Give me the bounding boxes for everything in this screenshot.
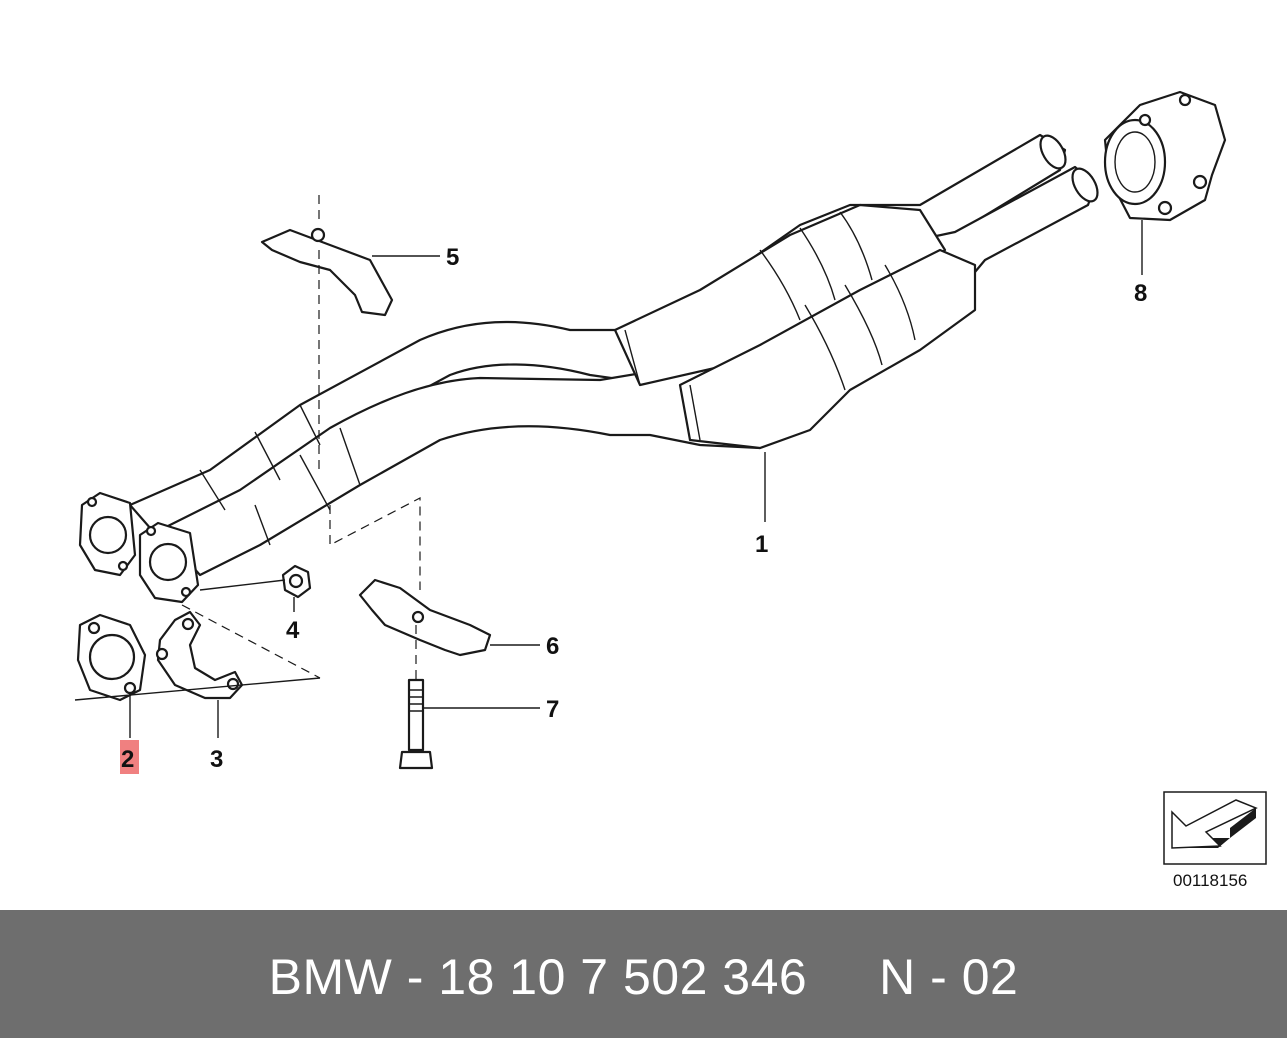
reinforcement-plate [155,610,244,700]
callout-highlight [120,740,139,774]
bracket-lower [358,578,492,657]
exhaust-pipe-assembly [78,133,1099,604]
exploded-parts-diagram: 1 2 3 4 5 6 7 8 00118156 [74,90,1267,890]
callout-2: 2 [121,746,134,773]
callout-1: 1 [755,531,768,558]
nav-arrow-box[interactable] [1163,791,1267,865]
pipe-clamp [1103,90,1227,222]
arrow-left-icon [1171,799,1258,849]
callout-5: 5 [446,244,459,271]
assembly-guide-lines [74,195,421,701]
callout-4: 4 [286,617,300,644]
footer-bar: BMW - 18 10 7 502 346 N - 02 [0,910,1287,1038]
part-number-caption: BMW - 18 10 7 502 346 N - 02 [268,949,1019,1005]
bolt [398,678,434,770]
callout-7: 7 [546,696,559,723]
callout-labels: 1 2 3 4 5 6 7 8 [120,244,1147,774]
callout-6: 6 [546,633,559,660]
reference-number: 00118156 [1173,871,1247,890]
leader-lines [129,220,1143,738]
callout-3: 3 [210,746,223,773]
gasket [76,613,147,702]
callout-8: 8 [1134,280,1147,307]
bracket-upper [260,227,394,317]
hex-nut [281,564,312,599]
